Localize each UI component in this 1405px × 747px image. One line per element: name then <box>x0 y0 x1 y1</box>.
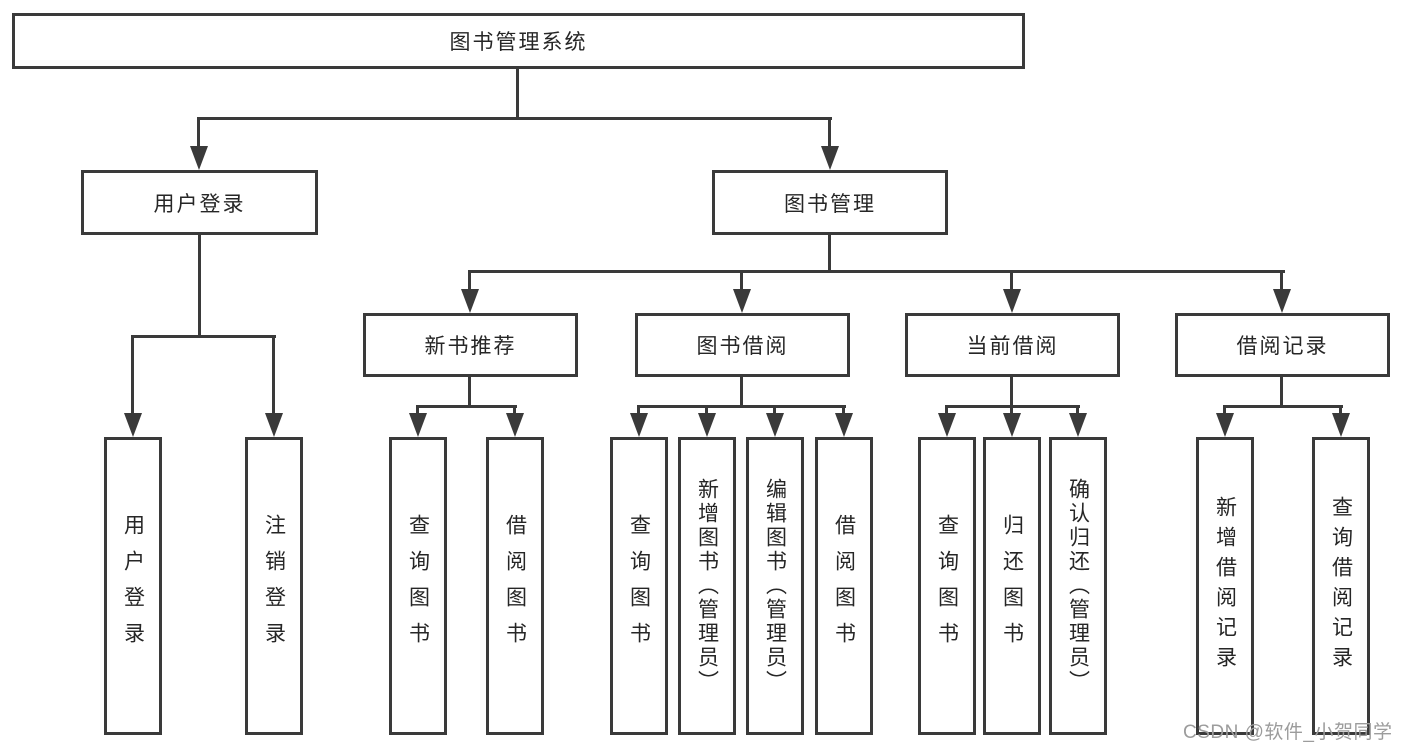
connector-book-mgmt-stem <box>828 234 831 272</box>
arrow-down-icon <box>1332 413 1350 437</box>
arrow-down-icon <box>630 413 648 437</box>
connector-drop-user-login <box>197 117 200 148</box>
arrow-down-icon <box>1003 413 1021 437</box>
connector-drop-leaf <box>1010 405 1013 416</box>
connector-drop-leaf <box>416 405 419 416</box>
leaf-cur-confirm-return-admin-label: 确认归还（管理员） <box>1066 478 1090 694</box>
leaf-bw-query-books-label: 查询图书 <box>627 514 651 658</box>
node-new-book-recommend-label: 新书推荐 <box>424 335 517 358</box>
arrow-down-icon <box>265 413 283 437</box>
connector-book-borrow-rail <box>637 405 846 408</box>
arrow-down-icon <box>766 413 784 437</box>
leaf-nb-borrow-books-label: 借阅图书 <box>503 514 527 658</box>
connector-current-borrow-stem <box>1010 377 1013 407</box>
connector-drop-leaf <box>513 405 516 416</box>
leaf-nb-query-books-label: 查询图书 <box>406 514 430 658</box>
leaf-bw-add-books-admin: 新增图书（管理员） <box>678 437 736 735</box>
leaf-rec-add-record: 新增借阅记录 <box>1196 437 1254 735</box>
connector-borrow-records-rail <box>1223 405 1343 408</box>
arrow-down-icon <box>190 146 208 170</box>
arrow-down-icon <box>461 289 479 313</box>
leaf-bw-edit-books-admin-label: 编辑图书（管理员） <box>763 478 787 694</box>
leaf-rec-add-record-label: 新增借阅记录 <box>1213 496 1237 676</box>
arrow-down-icon <box>938 413 956 437</box>
node-root-system: 图书管理系统 <box>12 13 1025 69</box>
connector-drop-leaf <box>773 405 776 416</box>
arrow-down-icon <box>1273 289 1291 313</box>
connector-drop-current-borrow <box>1010 270 1013 292</box>
connector-drop-borrow-records <box>1280 270 1283 292</box>
leaf-user-login: 用户登录 <box>104 437 162 735</box>
node-book-management-label: 图书管理 <box>784 192 876 216</box>
connector-new-book-rail <box>416 405 517 408</box>
leaf-bw-query-books: 查询图书 <box>610 437 668 735</box>
arrow-down-icon <box>733 289 751 313</box>
node-borrow-records: 借阅记录 <box>1175 313 1390 377</box>
leaf-bw-borrow-books-label: 借阅图书 <box>832 514 856 658</box>
leaf-nb-borrow-books: 借阅图书 <box>486 437 544 735</box>
leaf-cur-confirm-return-admin: 确认归还（管理员） <box>1049 437 1107 735</box>
leaf-cur-query-books: 查询图书 <box>918 437 976 735</box>
arrow-down-icon <box>835 413 853 437</box>
connector-drop-leaf <box>842 405 845 416</box>
connector-drop-logout <box>272 335 275 415</box>
connector-drop-leaf <box>637 405 640 416</box>
node-current-borrow-label: 当前借阅 <box>966 335 1059 358</box>
arrow-down-icon <box>1003 289 1021 313</box>
node-borrow-records-label: 借阅记录 <box>1236 335 1329 358</box>
connector-drop-new-book <box>468 270 471 292</box>
node-book-management: 图书管理 <box>712 170 948 235</box>
connector-new-book-stem <box>468 377 471 407</box>
arrow-down-icon <box>409 413 427 437</box>
leaf-logout: 注销登录 <box>245 437 303 735</box>
leaf-nb-query-books: 查询图书 <box>389 437 447 735</box>
connector-drop-leaf <box>1076 405 1079 416</box>
connector-user-login-rail <box>131 335 276 338</box>
node-new-book-recommend: 新书推荐 <box>363 313 578 377</box>
node-user-login: 用户登录 <box>81 170 318 235</box>
leaf-bw-add-books-admin-label: 新增图书（管理员） <box>695 478 719 694</box>
connector-drop-book-management <box>828 117 831 148</box>
connector-drop-leaf <box>705 405 708 416</box>
node-current-borrow: 当前借阅 <box>905 313 1120 377</box>
node-root-label: 图书管理系统 <box>449 31 588 54</box>
node-user-login-label: 用户登录 <box>153 192 246 216</box>
connector-root-rail <box>198 117 832 120</box>
arrow-down-icon <box>1069 413 1087 437</box>
connector-drop-leaf <box>945 405 948 416</box>
connector-drop-leaf <box>1223 405 1226 416</box>
connector-book-borrow-stem <box>740 377 743 407</box>
leaf-bw-edit-books-admin: 编辑图书（管理员） <box>746 437 804 735</box>
arrow-down-icon <box>506 413 524 437</box>
leaf-user-login-label: 用户登录 <box>121 514 145 658</box>
leaf-rec-query-record-label: 查询借阅记录 <box>1329 496 1353 676</box>
arrow-down-icon <box>1216 413 1234 437</box>
arrow-down-icon <box>124 413 142 437</box>
connector-user-login-stem <box>198 234 201 337</box>
connector-drop-book-borrow <box>740 270 743 292</box>
leaf-cur-return-books: 归还图书 <box>983 437 1041 735</box>
connector-root-stem <box>516 68 519 119</box>
leaf-bw-borrow-books: 借阅图书 <box>815 437 873 735</box>
arrow-down-icon <box>821 146 839 170</box>
leaf-logout-label: 注销登录 <box>262 514 286 658</box>
watermark: CSDN @软件_小贺同学 <box>1183 722 1393 743</box>
leaf-cur-query-books-label: 查询图书 <box>935 514 959 658</box>
node-book-borrow: 图书借阅 <box>635 313 850 377</box>
node-book-borrow-label: 图书借阅 <box>696 335 789 358</box>
leaf-cur-return-books-label: 归还图书 <box>1000 514 1024 658</box>
arrow-down-icon <box>698 413 716 437</box>
connector-drop-login <box>131 335 134 415</box>
connector-book-mgmt-rail <box>468 270 1285 273</box>
leaf-rec-query-record: 查询借阅记录 <box>1312 437 1370 735</box>
connector-drop-leaf <box>1339 405 1342 416</box>
connector-borrow-records-stem <box>1280 377 1283 407</box>
